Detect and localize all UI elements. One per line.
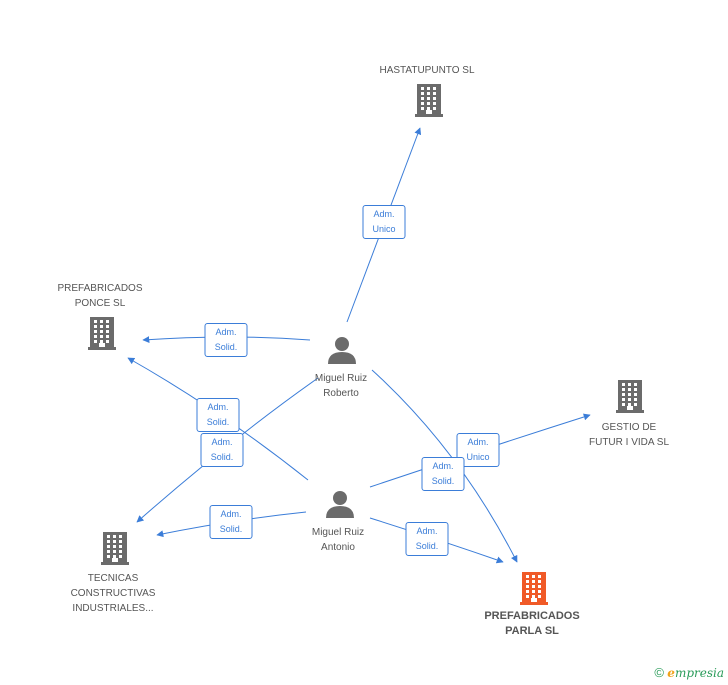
building-icon[interactable] xyxy=(415,84,443,117)
empresia-logo[interactable]: empresia xyxy=(667,666,724,680)
copyright-symbol: © xyxy=(654,665,664,680)
edge-label-roberto-tecnicas: Adm. Solid. xyxy=(200,433,244,467)
building-icon[interactable] xyxy=(101,532,129,565)
edge-label-antonio-tecnicas: Adm. Solid. xyxy=(209,505,253,539)
building-icon[interactable] xyxy=(88,317,116,350)
logo-initial: e xyxy=(667,666,675,680)
copyright-footer: © empresia xyxy=(654,665,724,680)
node-label-antonio[interactable]: Miguel Ruiz Antonio xyxy=(311,527,365,553)
edge-label-roberto-ponce: Adm. Solid. xyxy=(204,323,248,357)
building-icon[interactable] xyxy=(616,380,644,413)
building-icon[interactable] xyxy=(520,572,548,605)
node-label-gestio[interactable]: GESTIO DE FUTUR I VIDA SL xyxy=(588,422,670,448)
logo-text: mpresia xyxy=(674,666,724,680)
person-icon[interactable] xyxy=(328,337,356,364)
node-label-ponce[interactable]: PREFABRICADOS PONCE SL xyxy=(57,283,143,309)
node-label-hastatupunto[interactable]: HASTATUPUNTO SL xyxy=(379,65,475,76)
edge-label-roberto-parla: Adm. Solid. xyxy=(421,457,465,491)
edge-label-antonio-parla: Adm. Solid. xyxy=(405,522,449,556)
edge-label-antonio-ponce: Adm. Solid. xyxy=(196,398,240,432)
node-label-tecnicas[interactable]: TECNICAS CONSTRUCTIVAS INDUSTRIALES... xyxy=(70,573,156,614)
person-icon[interactable] xyxy=(326,491,354,518)
edge-label-roberto-hastatupunto: Adm. Unico xyxy=(362,205,406,239)
node-label-parla[interactable]: PREFABRICADOS PARLA SL xyxy=(484,610,580,637)
node-label-roberto[interactable]: Miguel Ruiz Roberto xyxy=(314,373,368,399)
